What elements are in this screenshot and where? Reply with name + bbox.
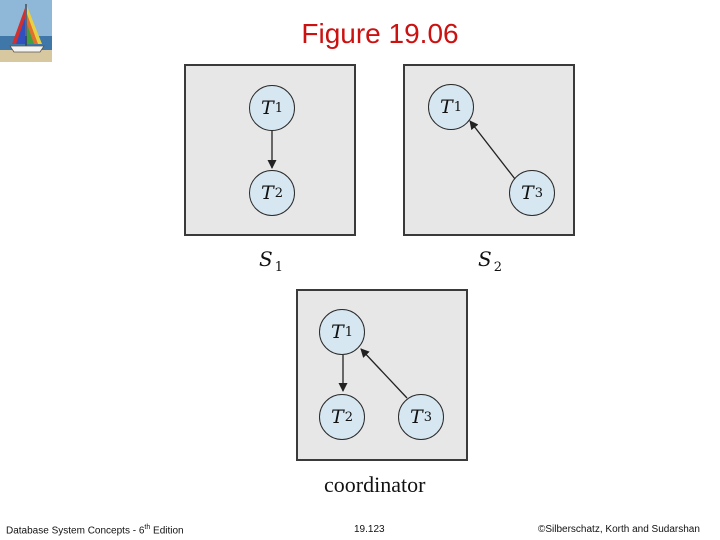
node-name: T — [331, 406, 344, 428]
node-subscript: 3 — [423, 409, 432, 425]
footer-book-title-sup: th — [144, 524, 151, 531]
node-name: T — [261, 97, 274, 119]
footer-copyright: ©Silberschatz, Korth and Sudarshan — [538, 524, 700, 535]
node-subscript: 2 — [274, 185, 283, 201]
node-name: T — [331, 321, 344, 343]
node-name: T — [440, 96, 453, 118]
site-label-subscript: 1 — [274, 260, 283, 275]
page-title: Figure 19.06 — [301, 18, 459, 49]
node-subscript: 3 — [534, 185, 543, 201]
footer-book-title: Database System Concepts - 6th Edition — [6, 524, 184, 536]
coordinator-label: coordinator — [324, 472, 426, 497]
edge-coord-t3-t1 — [360, 348, 408, 399]
node-subscript: 1 — [274, 100, 283, 116]
footer-book-title-text: Database System Concepts - 6 — [6, 525, 145, 537]
node-name: T — [261, 182, 274, 204]
footer-book-title-suffix: Edition — [150, 525, 184, 537]
edge-s2-t3-t1 — [469, 120, 516, 180]
site-label-name: S — [478, 247, 492, 271]
sailboat-logo-icon — [0, 0, 52, 62]
footer-page-number: 19.123 — [354, 524, 385, 535]
node-subscript: 1 — [453, 99, 462, 115]
node-name: T — [521, 182, 534, 204]
node-name: T — [410, 406, 423, 428]
site-label-subscript: 2 — [493, 260, 502, 275]
site-label-name: S — [259, 247, 273, 271]
node-subscript: 2 — [344, 409, 353, 425]
node-subscript: 1 — [344, 324, 353, 340]
